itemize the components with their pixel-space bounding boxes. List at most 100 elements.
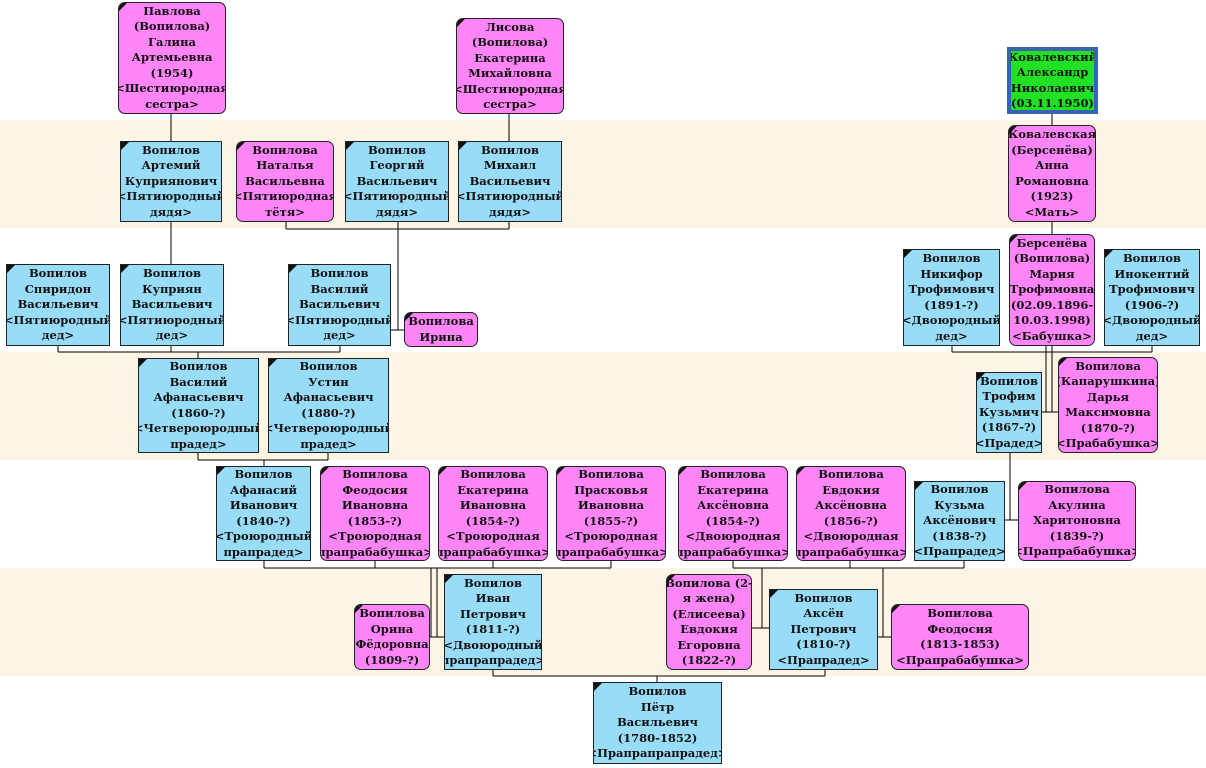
person-name-line: Вопилов xyxy=(28,266,88,281)
person-relation: дед> xyxy=(1135,328,1169,343)
person-orina[interactable]: Вопилова Орина Фёдоровна (1809-?) xyxy=(354,604,430,670)
person-pavlova[interactable]: Павлова (Вопилова) Галина Артемьевна (19… xyxy=(118,2,226,114)
person-dates: (1867-?) xyxy=(981,420,1037,435)
person-name-line: Галина xyxy=(148,34,196,49)
person-relation: <Прапрадед> xyxy=(914,544,1005,559)
person-maria[interactable]: Берсенёва (Вопилова) Мария Трофимовна (0… xyxy=(1009,234,1095,346)
person-afanasy[interactable]: Вопилов Афанасий Иванович (1840-?) <Трою… xyxy=(216,466,311,561)
person-name-line: Василий xyxy=(169,374,228,389)
person-akulina[interactable]: Вопилова Акулина Харитоновна (1839-?) <П… xyxy=(1018,481,1136,561)
person-relation: <Двоюродный xyxy=(903,313,1000,327)
person-name-line: Наталья xyxy=(256,158,314,173)
person-kovalevsky[interactable]: Ковалевский Александр Николаевич (03.11.… xyxy=(1007,47,1098,114)
person-name-line: Афанасий xyxy=(229,482,298,497)
person-feodosia-ivanovna[interactable]: Вопилова Феодосия Ивановна (1853-?) <Тро… xyxy=(320,466,430,561)
person-vasily-afanasievich[interactable]: Вопилов Василий Афанасьевич (1860-?) <Че… xyxy=(138,358,259,453)
person-name-line: (Вопилова) xyxy=(1013,251,1091,266)
person-name-line: Екатерина xyxy=(457,482,529,497)
person-spiridon[interactable]: Вопилов Спиридон Васильевич <Пятиюродный… xyxy=(6,264,110,346)
person-dates: (1870-?) xyxy=(1080,420,1136,435)
person-name-line: Вопилов xyxy=(1122,251,1182,265)
person-name-line: Васильевич xyxy=(299,297,380,312)
person-georgy[interactable]: Вопилов Георгий Васильевич <Пятиюродный … xyxy=(345,141,449,222)
person-relation: <Пятиюродная xyxy=(236,189,334,204)
person-name-line: Вопилов xyxy=(794,590,853,605)
person-relation: <Двоюродная xyxy=(685,529,781,543)
person-pyotr[interactable]: Вопилов Пётр Васильевич (1780-1852) <Пра… xyxy=(593,682,722,764)
person-ekaterina-aksyonovna[interactable]: Вопилова Екатерина Аксёновна (1854-?) <Д… xyxy=(678,466,788,561)
person-name-line: Вопилова (2- xyxy=(666,575,752,590)
person-relation: прапрапрадед> xyxy=(444,653,542,667)
person-relation: <Троюродный xyxy=(216,529,311,543)
person-name-line: Вопилов xyxy=(169,359,228,373)
person-praskovya[interactable]: Вопилова Прасковья Ивановна (1855-?) <Тр… xyxy=(556,466,666,561)
person-dates: (1810-?) xyxy=(796,637,851,652)
person-name-line: Феодосия xyxy=(927,621,993,636)
person-relation: <Прапрадед> xyxy=(777,652,870,667)
person-relation: <Пятиюродный xyxy=(120,312,224,327)
person-evdokia-aksyonovna[interactable]: Вопилова Евдокия Аксёновна (1856-?) <Дво… xyxy=(796,466,906,561)
person-name-line: Вопилова xyxy=(578,467,644,481)
person-aksyon[interactable]: Вопилов Аксён Петрович (1810-?) <Прапрад… xyxy=(769,589,878,670)
person-dates: (1780-1852) xyxy=(617,730,698,745)
person-name-line: Анна xyxy=(1035,158,1069,172)
person-name-line: Михайловна xyxy=(468,66,552,80)
person-name-line: Георгий xyxy=(369,158,425,173)
person-name-line: Харитоновна xyxy=(1033,513,1121,528)
person-name-line: Артемьевна xyxy=(131,50,213,65)
person-name-line: Вопилов xyxy=(234,467,293,481)
person-name-line: (Вопилова) xyxy=(471,35,549,49)
person-name-line: Ивановна xyxy=(341,498,409,512)
person-evdokia-eliseeva[interactable]: Вопилова (2- я жена) (Елисеева) Евдокия … xyxy=(666,574,752,670)
person-lisova[interactable]: Лисова (Вопилова) Екатерина Михайловна <… xyxy=(456,18,564,114)
person-ekaterina-ivanovna[interactable]: Вопилова Екатерина Ивановна (1854-?) <Тр… xyxy=(438,466,548,561)
person-name-line: Васильевич xyxy=(469,173,551,188)
person-relation: <Двоюродный xyxy=(444,637,542,652)
person-name-line: Екатерина xyxy=(474,50,546,65)
person-relation: <Бабушка> xyxy=(1012,328,1092,343)
person-name-line: Вопилова xyxy=(252,142,318,157)
person-dates: (1856-?) xyxy=(823,513,879,528)
person-relation: сестра> xyxy=(145,96,199,111)
person-irina[interactable]: Вопилова Ирина xyxy=(404,312,478,347)
person-dates: (1840-?) xyxy=(236,513,291,528)
person-kuzma[interactable]: Вопилов Кузьма Аксёнович (1838-?) <Прапр… xyxy=(914,481,1005,561)
person-dates: (1822-?) xyxy=(681,653,737,667)
person-dates: (1839-?) xyxy=(1049,528,1105,543)
person-name-line: Екатерина xyxy=(697,482,769,497)
person-dates: (1854-?) xyxy=(465,513,521,528)
person-name-line: Михаил xyxy=(483,158,537,173)
person-trofim[interactable]: Вопилов Трофим Кузьмич (1867-?) <Прадед> xyxy=(976,372,1042,453)
person-ustin[interactable]: Вопилов Устин Афанасьевич (1880-?) <Четв… xyxy=(268,358,389,453)
person-kupriyan[interactable]: Вопилов Куприян Васильевич <Пятиюродный … xyxy=(120,264,224,346)
person-anna[interactable]: Ковалевская (Берсенёва) Анна Романовна (… xyxy=(1008,125,1096,222)
person-name-line: Александр xyxy=(1016,65,1089,79)
person-natalya[interactable]: Вопилова Наталья Васильевна <Пятиюродная… xyxy=(236,141,334,222)
person-name-line: Куприян xyxy=(142,281,202,296)
person-name-line: Пётр xyxy=(640,699,675,714)
person-name-line: Петрович xyxy=(790,621,857,636)
person-relation: прапрадед> xyxy=(223,544,304,559)
person-relation: <Троюродная xyxy=(328,529,422,543)
person-innokenty[interactable]: Вопилов Инокентий Трофимович (1906-?) <Д… xyxy=(1104,249,1200,346)
person-vasily-vasilievich[interactable]: Вопилов Василий Васильевич <Пятиюродный … xyxy=(288,264,391,346)
person-dates: (1891-?) xyxy=(924,297,979,312)
person-relation: прапрабабушка> xyxy=(678,544,788,559)
person-relation: прадед> xyxy=(300,436,357,451)
person-name-line: Вопилов xyxy=(922,251,981,265)
person-artemy[interactable]: Вопилов Артемий Куприянович <Пятиюродный… xyxy=(120,141,222,222)
person-name-line: Артемий xyxy=(141,158,201,173)
person-ivan[interactable]: Вопилов Иван Петрович (1811-?) <Двоюродн… xyxy=(444,574,542,670)
person-name-line: Васильевна xyxy=(245,173,325,188)
person-mikhail[interactable]: Вопилов Михаил Васильевич <Пятиюродный д… xyxy=(458,141,562,222)
person-nikifor[interactable]: Вопилов Никифор Трофимович (1891-?) <Дво… xyxy=(903,249,1000,346)
person-darya[interactable]: Вопилова (Капарушкина) Дарья Максимовна … xyxy=(1058,357,1158,453)
person-feodosia[interactable]: Вопилова Феодосия (1813-1853) <Прапрабаб… xyxy=(891,604,1029,670)
person-dates: (1809-?) xyxy=(364,652,420,667)
person-name-line: я жена) xyxy=(682,591,736,605)
person-name-line: Васильевич xyxy=(131,297,213,312)
person-relation: <Четвероюродный xyxy=(138,421,259,435)
person-relation: <Пятиюродный xyxy=(345,189,449,204)
person-name-line: Орина xyxy=(370,621,414,636)
person-name-line: Трофимович xyxy=(1109,282,1195,296)
